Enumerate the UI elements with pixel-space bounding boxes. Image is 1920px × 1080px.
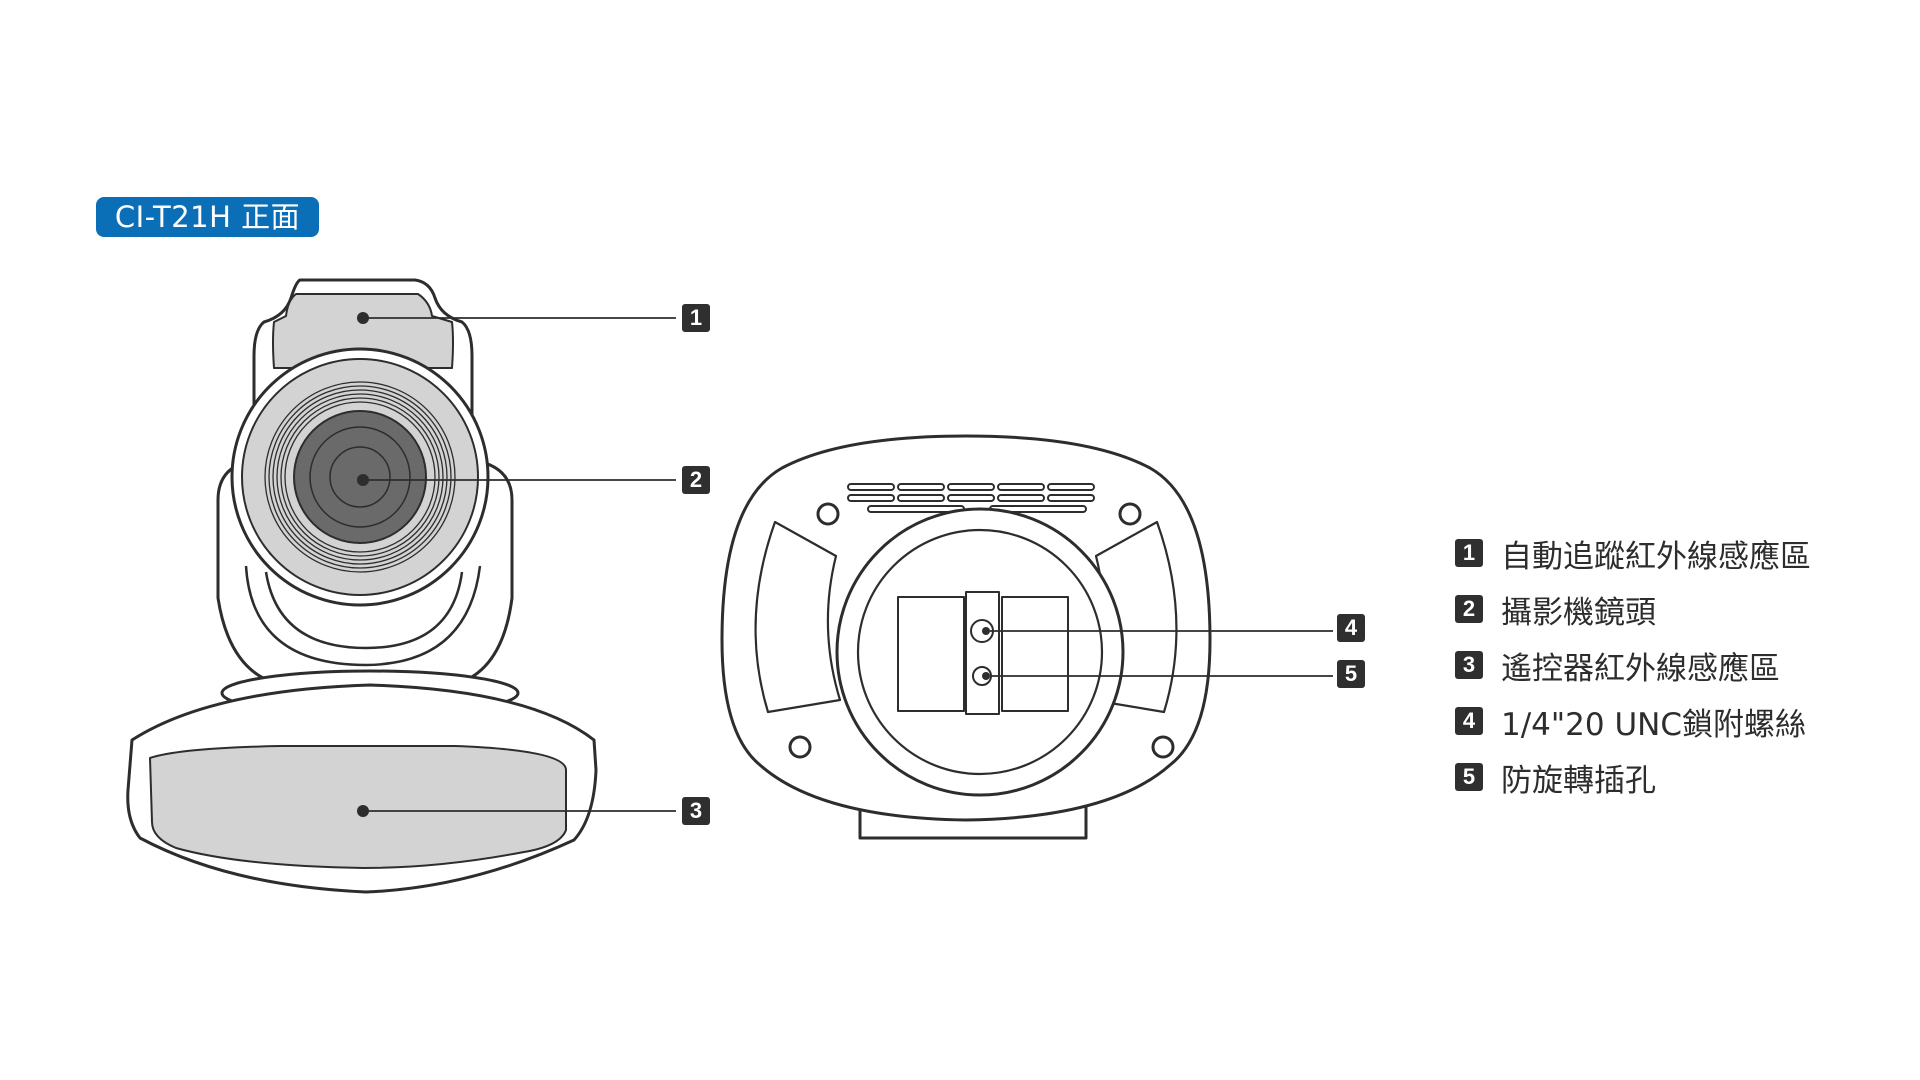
legend-label: 1/4"20 UNC鎖附螺絲 — [1501, 706, 1806, 743]
legend-label: 自動追蹤紅外線感應區 — [1501, 538, 1811, 575]
marker-dot-5 — [982, 672, 990, 680]
legend-number: 4 — [1455, 707, 1483, 735]
legend-item: 4 1/4"20 UNC鎖附螺絲 — [1455, 693, 1811, 749]
vent-slots — [847, 483, 1095, 513]
legend-item: 5 防旋轉插孔 — [1455, 749, 1811, 805]
marker-dot-2 — [357, 474, 369, 486]
camera-front-view — [126, 278, 598, 894]
bottom-panel-left — [754, 520, 842, 714]
mount-plate — [965, 591, 1000, 715]
marker-dot-4 — [982, 627, 990, 635]
screw-hole-tl — [816, 502, 840, 526]
lens-core — [329, 446, 391, 508]
legend-number: 3 — [1455, 651, 1483, 679]
legend-label: 遙控器紅外線感應區 — [1501, 650, 1780, 687]
legend-number: 5 — [1455, 763, 1483, 791]
legend-item: 3 遙控器紅外線感應區 — [1455, 637, 1811, 693]
callout-4: 4 — [1337, 614, 1365, 642]
title-badge: CI-T21H 正面 — [96, 197, 319, 237]
callout-1: 1 — [682, 304, 710, 332]
legend-number: 1 — [1455, 539, 1483, 567]
legend-label: 防旋轉插孔 — [1501, 762, 1656, 799]
lens-inner-ring — [309, 426, 411, 528]
mount-pad-right — [1001, 596, 1069, 712]
screw-hole-br — [1151, 735, 1175, 759]
camera-yoke — [244, 565, 482, 667]
marker-dot-1 — [357, 312, 369, 324]
legend-label: 攝影機鏡頭 — [1501, 594, 1656, 631]
legend-item: 1 自動追蹤紅外線感應區 — [1455, 525, 1811, 581]
leader-lines — [363, 317, 1333, 812]
legend-number: 2 — [1455, 595, 1483, 623]
legend-item: 2 攝影機鏡頭 — [1455, 581, 1811, 637]
ir-sensor-window-top — [272, 293, 454, 369]
legend-list: 1 自動追蹤紅外線感應區 2 攝影機鏡頭 3 遙控器紅外線感應區 4 1/4"2… — [1455, 525, 1811, 805]
marker-dot-3 — [357, 805, 369, 817]
camera-bottom-view — [720, 434, 1212, 840]
callout-5: 5 — [1337, 660, 1365, 688]
callout-3: 3 — [682, 797, 710, 825]
screw-hole-bl — [788, 735, 812, 759]
screw-hole-tr — [1118, 502, 1142, 526]
callout-2: 2 — [682, 466, 710, 494]
base-ring-inner — [856, 528, 1104, 776]
lens-rings — [264, 381, 456, 573]
ir-sensor-window-base — [149, 745, 567, 869]
mount-pad-left — [897, 596, 965, 712]
camera-yoke-inner — [264, 571, 464, 650]
